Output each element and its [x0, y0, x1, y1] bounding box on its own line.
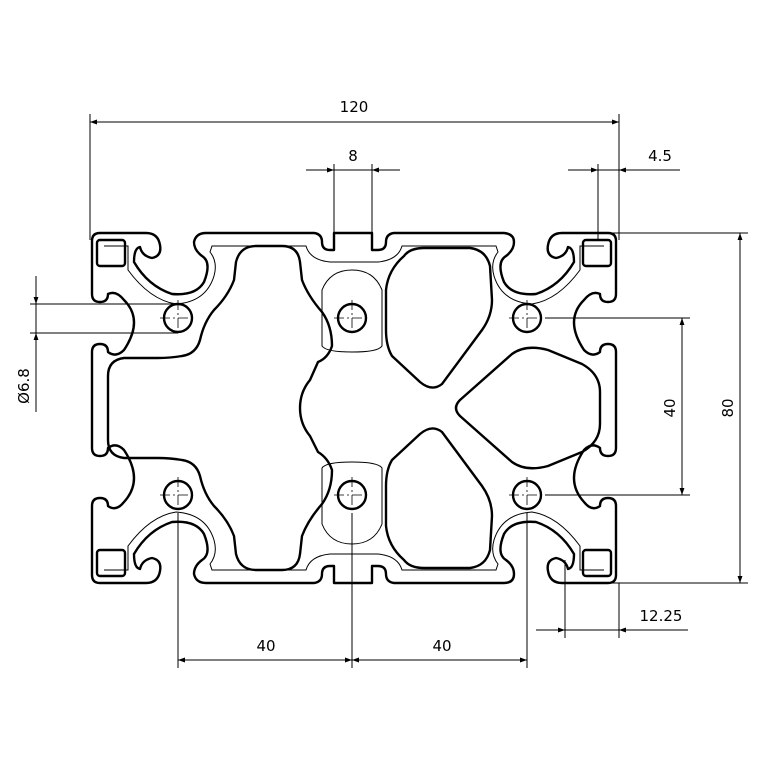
dimension-lines	[30, 114, 748, 668]
dim-hole-pitch-left: 40	[256, 637, 275, 655]
dim-hole-pitch-vertical: 40	[661, 398, 679, 417]
dim-hole-pitch-right: 40	[432, 637, 451, 655]
mounting-holes	[162, 269, 543, 545]
dim-width-total: 120	[340, 98, 369, 116]
inner-cavities	[106, 244, 602, 572]
dim-slot-width: 8	[348, 147, 358, 165]
corner-cavities	[95, 238, 613, 578]
dimension-labels: 120 8 4.5 80 40 Ø6.8 40 40 12.25	[15, 98, 737, 655]
dim-height-total: 80	[719, 398, 737, 417]
dim-hole-diameter: Ø6.8	[15, 368, 33, 404]
dim-slot-offset: 12.25	[640, 607, 683, 625]
profile-outline	[90, 231, 618, 585]
dim-lip-thickness: 4.5	[648, 147, 672, 165]
center-lines	[160, 300, 545, 513]
